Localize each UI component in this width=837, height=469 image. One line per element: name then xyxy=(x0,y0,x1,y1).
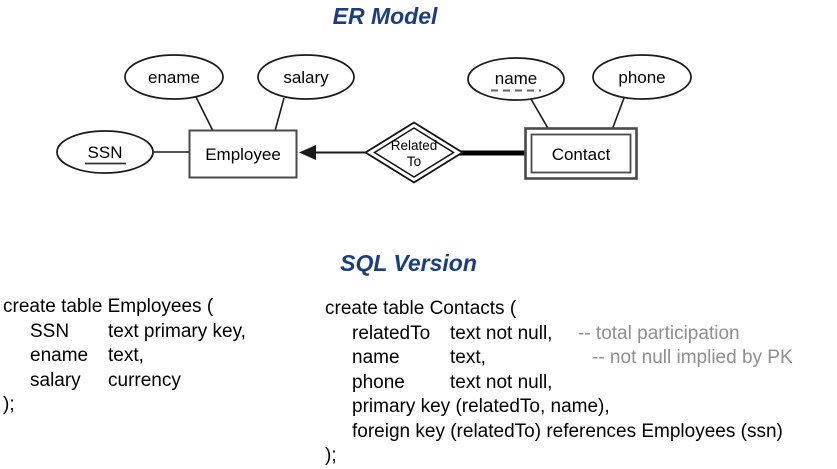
sql-employees-row: SSN text primary key, xyxy=(3,320,246,345)
sql-version-title: SQL Version xyxy=(340,250,477,276)
entity-label-employee: Employee xyxy=(205,145,281,164)
column-type: text not null, xyxy=(450,371,553,393)
connector-phone-contact xyxy=(611,97,625,131)
column-name: relatedTo xyxy=(352,322,431,344)
attribute-label-ssn: SSN xyxy=(88,143,123,162)
sql-employees-row: ename text, xyxy=(3,344,246,369)
connector-ename-employee xyxy=(195,96,214,132)
attribute-ellipse-phone xyxy=(592,54,692,100)
column-name: phone xyxy=(352,371,405,393)
column-name: SSN xyxy=(30,320,70,342)
sql-contacts-constraint: foreign key (relatedTo) references Emplo… xyxy=(352,420,783,442)
relationship-diamond-inner xyxy=(373,127,455,178)
relationship-label-line2: To xyxy=(407,154,421,169)
sql-comment: -- total participation xyxy=(578,322,740,344)
column-type: currency xyxy=(108,369,181,391)
sql-comment: -- not null implied by PK xyxy=(592,347,793,368)
column-type: text, xyxy=(450,347,486,368)
sql-contacts-row: phone text not null, xyxy=(325,371,783,396)
er-diagram: ename salary SSN name phone Employee Con… xyxy=(56,54,692,184)
column-name: ename xyxy=(30,345,89,366)
attribute-label-phone: phone xyxy=(618,68,665,87)
column-type: text not null, xyxy=(450,322,553,344)
arrowhead-icon xyxy=(299,145,316,160)
er-model-title: ER Model xyxy=(332,3,438,29)
connector-salary-employee xyxy=(274,97,285,132)
sql-employees-row: salary currency xyxy=(3,369,246,394)
attribute-ellipse-ssn xyxy=(56,130,154,174)
sql-employees-header: create table Employees ( xyxy=(3,296,214,317)
sql-contacts-constraint: primary key (relatedTo, name), xyxy=(352,396,610,417)
column-type: text primary key, xyxy=(108,320,246,342)
sql-employees-footer: ); xyxy=(3,394,15,415)
sql-contacts-footer: ); xyxy=(325,445,337,466)
sql-contacts-header: create table Contacts ( xyxy=(325,298,517,319)
relationship-diamond-outer xyxy=(363,121,465,184)
entity-contact-box-outer xyxy=(524,127,638,180)
column-name: salary xyxy=(30,369,81,391)
relationship-label-line1: Related xyxy=(391,138,438,153)
entity-contact-box-inner xyxy=(530,133,632,174)
sql-contacts-row: name text, -- not null implied by PK xyxy=(325,346,793,371)
attribute-ellipse-ename xyxy=(124,54,224,100)
entity-label-contact: Contact xyxy=(552,145,611,164)
sql-contacts-row: relatedTo text not null, -- total partici… xyxy=(325,322,783,347)
sql-contacts-block: create table Contacts ( relatedTo text no… xyxy=(325,297,793,469)
attribute-ellipse-salary xyxy=(257,54,355,100)
connector-name-contact xyxy=(530,98,550,131)
entity-employee-box xyxy=(188,129,298,179)
column-name: name xyxy=(352,347,400,368)
attribute-label-ename: ename xyxy=(148,68,200,87)
attribute-label-salary: salary xyxy=(283,68,329,87)
column-type: text, xyxy=(108,345,144,366)
attribute-label-name: name xyxy=(495,69,538,88)
sql-employees-block: create table Employees ( SSN text primary… xyxy=(3,295,246,418)
